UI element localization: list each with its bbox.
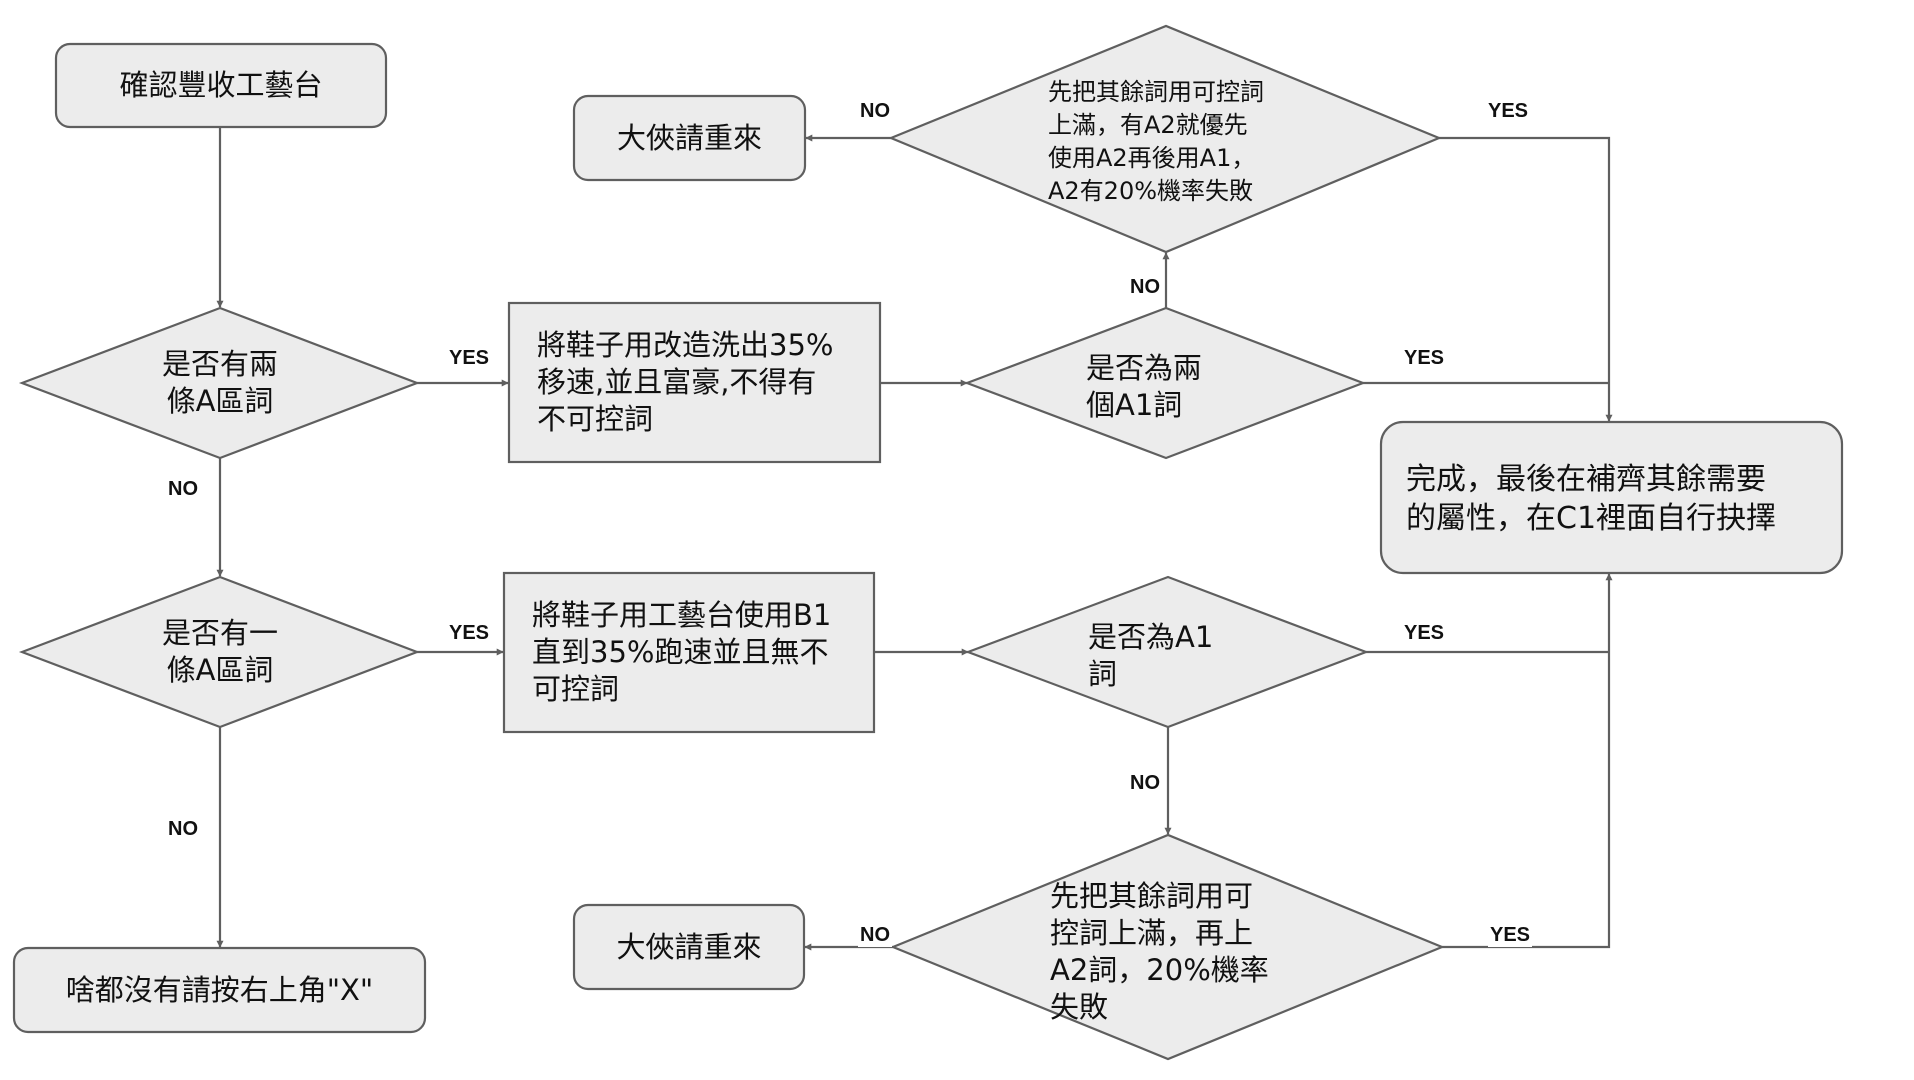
start-node-text: 確認豐收工藝台 <box>119 68 323 102</box>
decision-fill-bottom[interactable] <box>890 833 1445 1061</box>
decision-a1-text: 是否為A1 詞 <box>1088 620 1214 691</box>
decision-two-a-terms[interactable] <box>18 306 421 460</box>
edge-label-fill-top-no: NO <box>858 100 892 123</box>
process-reforge-text: 將鞋子用改造洗出35% 移速,並且富豪,不得有 不可控詞 <box>537 328 834 436</box>
end-nothing-node[interactable] <box>12 946 427 1034</box>
edge-label-q-two-a1-no: NO <box>1128 276 1162 299</box>
edge-label-q-two-a-no: NO <box>166 478 200 501</box>
edge-label-q-a1-no: NO <box>1128 772 1162 795</box>
edge-label-q-two-a1-yes: YES <box>1402 347 1447 370</box>
edge-label-fill-top-yes: YES <box>1486 100 1531 123</box>
process-reforge[interactable] <box>507 301 882 464</box>
decision-fill-top-text: 先把其餘詞用可控詞 上滿，有A2就優先 使用A2再後用A1， A2有20%機率失… <box>1048 78 1264 205</box>
connectors <box>216 127 1613 951</box>
edge-fill-bottom-yes <box>1442 573 1613 949</box>
retry-bottom-node[interactable] <box>572 903 806 991</box>
decision-fill-bottom-text: 先把其餘詞用可 控詞上滿，再上 A2詞，20%機率 失敗 <box>1050 879 1269 1024</box>
decision-two-a1[interactable] <box>963 306 1367 460</box>
retry-top-node[interactable] <box>572 94 807 182</box>
start-node[interactable] <box>54 42 388 129</box>
edge-label-q-two-a-yes: YES <box>447 347 492 370</box>
decision-one-a-term-text: 是否有一 條A區詞 <box>161 616 278 687</box>
process-b1-text: 將鞋子用工藝台使用B1 直到35%跑速並且無不 可控詞 <box>532 598 832 706</box>
decision-two-a-terms-text: 是否有兩 條A區詞 <box>161 347 278 418</box>
nodes <box>12 24 1844 1061</box>
done-node-text: 完成，最後在補齊其餘需要 的屬性，在C1裡面自行抉擇 <box>1406 462 1777 536</box>
edge-fill-top-yes <box>1439 136 1613 422</box>
retry-bottom-node-text: 大俠請重來 <box>616 929 762 964</box>
decision-one-a-term[interactable] <box>18 575 421 729</box>
decision-two-a1-text: 是否為兩 個A1詞 <box>1086 351 1203 422</box>
edge-label-q-one-a-yes: YES <box>447 622 492 645</box>
edge-label-fill-bottom-yes: YES <box>1488 924 1533 947</box>
edge-label-fill-bottom-no: NO <box>858 924 892 947</box>
edge-label-q-one-a-no: NO <box>166 818 200 841</box>
retry-top-node-text: 大俠請重來 <box>616 120 762 155</box>
decision-a1[interactable] <box>964 575 1370 729</box>
process-b1[interactable] <box>502 571 876 734</box>
decision-fill-top[interactable] <box>888 24 1442 254</box>
edge-label-q-a1-yes: YES <box>1402 622 1447 645</box>
end-nothing-node-text: 啥都沒有請按右上角"X" <box>65 972 374 1007</box>
done-node[interactable] <box>1379 420 1844 575</box>
